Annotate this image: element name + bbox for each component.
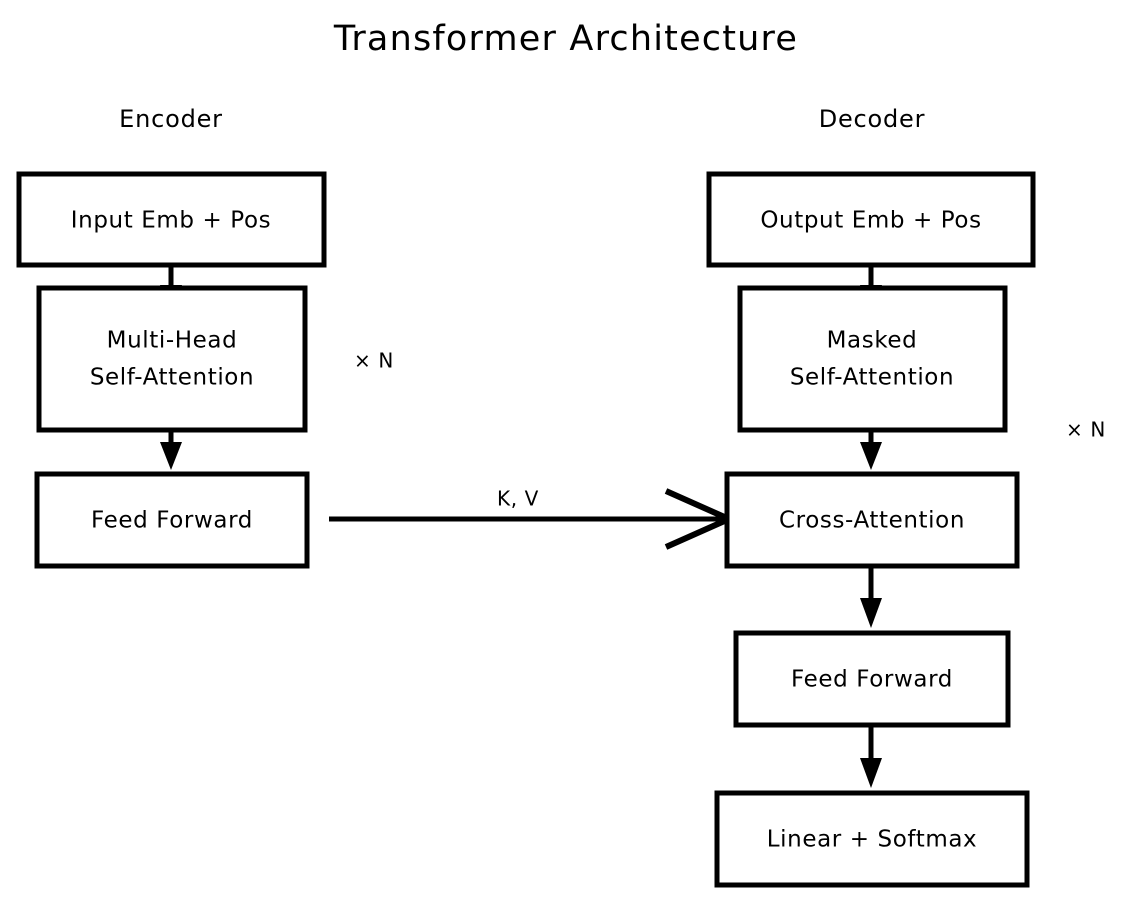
diagram-title: Transformer Architecture <box>333 19 798 59</box>
edge-dec-masked-to-cross <box>860 430 882 470</box>
node-cross-attention-label: Cross-Attention <box>779 508 965 534</box>
node-multi-head-self-attention-label-line1: Multi-Head <box>107 328 238 354</box>
node-input-embedding[interactable] <box>16 171 327 268</box>
node-encoder-feed-forward[interactable] <box>34 471 310 569</box>
node-output-embedding-label: Output Emb + Pos <box>760 208 981 234</box>
encoder-column-label: Encoder <box>119 105 223 133</box>
node-linear-softmax[interactable] <box>714 790 1030 888</box>
node-output-embedding[interactable] <box>706 171 1036 268</box>
edge-dec-ff-to-linear <box>860 725 882 788</box>
node-multi-head-self-attention[interactable] <box>36 285 308 433</box>
node-linear-softmax-label: Linear + Softmax <box>767 827 977 853</box>
encoder-repeat-label: × N <box>354 349 394 373</box>
decoder-repeat-label: × N <box>1066 418 1106 442</box>
decoder-column-label: Decoder <box>819 105 926 133</box>
node-decoder-feed-forward-label: Feed Forward <box>791 667 953 693</box>
node-masked-self-attention-label-line2: Self-Attention <box>790 365 954 391</box>
node-multi-head-self-attention-label-line2: Self-Attention <box>90 365 254 391</box>
node-cross-attention[interactable] <box>724 471 1020 569</box>
kv-edge-label: K, V <box>497 487 539 511</box>
node-masked-self-attention-label-line1: Masked <box>827 328 918 354</box>
node-encoder-feed-forward-label: Feed Forward <box>91 508 253 534</box>
edge-enc-mhsa-to-ff <box>160 430 182 470</box>
node-input-embedding-label: Input Emb + Pos <box>71 208 271 234</box>
edge-dec-cross-to-ff <box>860 566 882 628</box>
node-masked-self-attention[interactable] <box>737 285 1008 433</box>
